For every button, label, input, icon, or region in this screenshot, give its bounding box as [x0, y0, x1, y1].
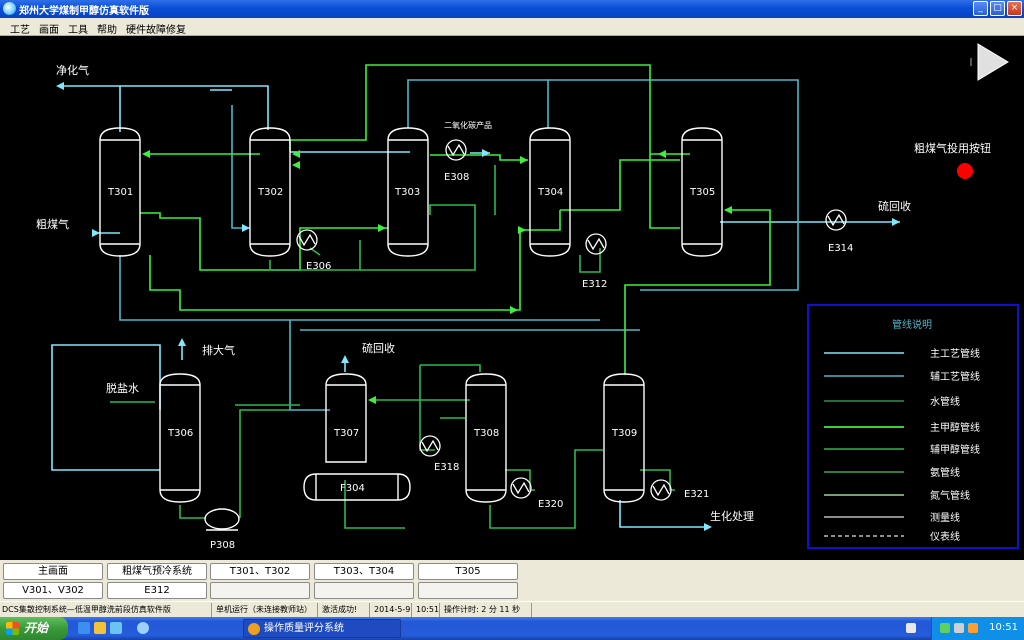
pipeline-legend: 管线说明 主工艺管线 辅工艺管线 水管线 主甲醇管线 辅甲醇管线 氨管线 氮气管…	[807, 304, 1019, 549]
title-bar: 郑州大学煤制甲醇仿真软件版 _ □ ×	[0, 0, 1024, 18]
legend-title: 管线说明	[892, 318, 932, 331]
main-process-lines	[51, 85, 900, 528]
co2-product-label: 二氧化碳产品	[444, 120, 492, 130]
status-date: 2014-5-9	[372, 603, 412, 617]
exchanger-E320-label: E320	[538, 499, 563, 510]
legend-item-label: 主工艺管线	[930, 347, 980, 360]
ie-icon[interactable]	[78, 622, 90, 634]
nav-raw-gas-precool[interactable]: 粗煤气预冷系统	[107, 563, 207, 580]
windows-logo-icon	[6, 622, 19, 635]
legend-item-label: 辅甲醇管线	[930, 443, 980, 456]
maximize-button[interactable]: □	[990, 1, 1005, 16]
purified-gas-label: 净化气	[56, 63, 89, 77]
nav-empty-slot[interactable]	[210, 582, 310, 599]
nav-empty-slot[interactable]	[314, 582, 414, 599]
sulfur-recovery-label-2: 硫回收	[362, 341, 395, 355]
aux-process-lines	[119, 79, 799, 411]
exchanger-E314-label: E314	[828, 243, 853, 254]
tower-T307-label: T307	[333, 428, 359, 439]
network-icon[interactable]	[940, 623, 950, 633]
exchanger-E318-label: E318	[434, 462, 459, 473]
nav-e312[interactable]: E312	[107, 582, 207, 599]
pump-P308-label: P308	[210, 540, 235, 551]
raw-gas-button-label: 粗煤气投用按钮	[914, 141, 991, 155]
nav-v301-v302[interactable]: V301、V302	[3, 582, 103, 599]
menu-tools[interactable]: 工具	[68, 25, 88, 36]
tower-T303-label: T303	[394, 187, 420, 198]
stream-labels: 净化气 粗煤气 二氧化碳产品 硫回收 硫回收 排大气 脱盐水 生化处理 粗煤气投…	[36, 63, 991, 523]
process-diagram: T301 T302 T303 T304 T305 T306 T307 T308 …	[0, 36, 1024, 560]
menu-bar: 工艺 画面 工具 帮助 硬件故障修复	[0, 18, 1024, 36]
exchanger-E312-label: E312	[582, 279, 607, 290]
menu-screen[interactable]: 画面	[39, 25, 59, 36]
raw-gas-start-button[interactable]	[957, 163, 973, 179]
minimize-button[interactable]: _	[973, 1, 988, 16]
exchanger-E321-label: E321	[684, 489, 709, 500]
methanol-arrows	[142, 150, 732, 404]
flow-arrows	[56, 82, 900, 531]
exchanger-E306-label: E306	[306, 261, 331, 272]
legend-item-label: 仪表线	[930, 530, 960, 543]
vessels	[99, 127, 723, 531]
taskbar: 开始 操作质量评分系统 10:51	[0, 617, 1024, 640]
tray-clock: 10:51	[989, 622, 1018, 633]
status-mode: 单机运行（未连接教师站）	[214, 603, 318, 617]
window-title: 郑州大学煤制甲醇仿真软件版	[19, 6, 149, 17]
close-button[interactable]: ×	[1007, 1, 1022, 16]
vent-label: 排大气	[202, 343, 235, 357]
main-methanol-lines	[140, 64, 771, 375]
scoring-app-icon	[248, 623, 260, 635]
biochem-label: 生化处理	[710, 509, 754, 523]
volume-icon[interactable]	[954, 623, 964, 633]
legend-item-label: 氮气管线	[930, 489, 970, 502]
system-tray: 10:51	[931, 617, 1024, 640]
tower-T309-label: T309	[611, 428, 637, 439]
raw-gas-label: 粗煤气	[36, 217, 69, 231]
legend-item-label: 水管线	[930, 395, 960, 408]
legend-item-label: 主甲醇管线	[930, 421, 980, 434]
media-icon[interactable]	[110, 622, 122, 634]
legend-item-label: 测量线	[930, 511, 960, 524]
nav-t303-t304[interactable]: T303、T304	[314, 563, 414, 580]
tower-T305-label: T305	[689, 187, 715, 198]
heat-exchangers	[296, 139, 847, 501]
status-time: 10:51	[414, 603, 440, 617]
tower-T302-label: T302	[257, 187, 283, 198]
status-activation: 激活成功!	[320, 603, 370, 617]
aux-methanol-lines	[110, 165, 675, 529]
nav-t305[interactable]: T305	[418, 563, 518, 580]
tower-T304-label: T304	[537, 187, 563, 198]
tower-T301-label: T301	[107, 187, 133, 198]
drum-F304-label: F304	[340, 483, 365, 494]
sulfur-recovery-label-1: 硫回收	[878, 199, 911, 213]
screen-nav-bar: 主画面 粗煤气预冷系统 T301、T302 T303、T304 T305 V30…	[0, 560, 1024, 601]
folder-icon[interactable]	[94, 622, 106, 634]
next-page-button[interactable]	[970, 43, 1009, 81]
exchanger-E308-label: E308	[444, 172, 469, 183]
nav-t301-t302[interactable]: T301、T302	[210, 563, 310, 580]
legend-item-label: 辅工艺管线	[930, 370, 980, 383]
legend-item-label: 氨管线	[930, 466, 960, 479]
start-button[interactable]: 开始	[0, 617, 68, 640]
diagram-svg: T301 T302 T303 T304 T305 T306 T307 T308 …	[36, 43, 1019, 551]
taskbar-item-label: 操作质量评分系统	[264, 623, 344, 634]
start-label: 开始	[24, 621, 49, 635]
status-bar: DCS集散控制系统—低温甲醇洗前段仿真软件版 单机运行（未连接教师站） 激活成功…	[0, 601, 1024, 617]
menu-help[interactable]: 帮助	[97, 25, 117, 36]
desalted-water-label: 脱盐水	[106, 381, 139, 395]
app-quick-icon[interactable]	[137, 622, 149, 634]
nav-main-screen[interactable]: 主画面	[3, 563, 103, 580]
tower-T308-label: T308	[473, 428, 499, 439]
tower-T306-label: T306	[167, 428, 193, 439]
security-icon[interactable]	[968, 623, 978, 633]
app-icon	[3, 2, 16, 15]
keyboard-icon[interactable]	[906, 623, 916, 633]
menu-process[interactable]: 工艺	[10, 25, 30, 36]
status-timer: 操作计时: 2 分 11 秒	[442, 603, 532, 617]
taskbar-item-scoring[interactable]: 操作质量评分系统	[243, 619, 401, 638]
status-app: DCS集散控制系统—低温甲醇洗前段仿真软件版	[0, 603, 212, 617]
menu-hardware-fix[interactable]: 硬件故障修复	[126, 25, 186, 36]
equipment-labels: T301 T302 T303 T304 T305 T306 T307 T308 …	[107, 172, 853, 551]
nav-empty-slot[interactable]	[418, 582, 518, 599]
